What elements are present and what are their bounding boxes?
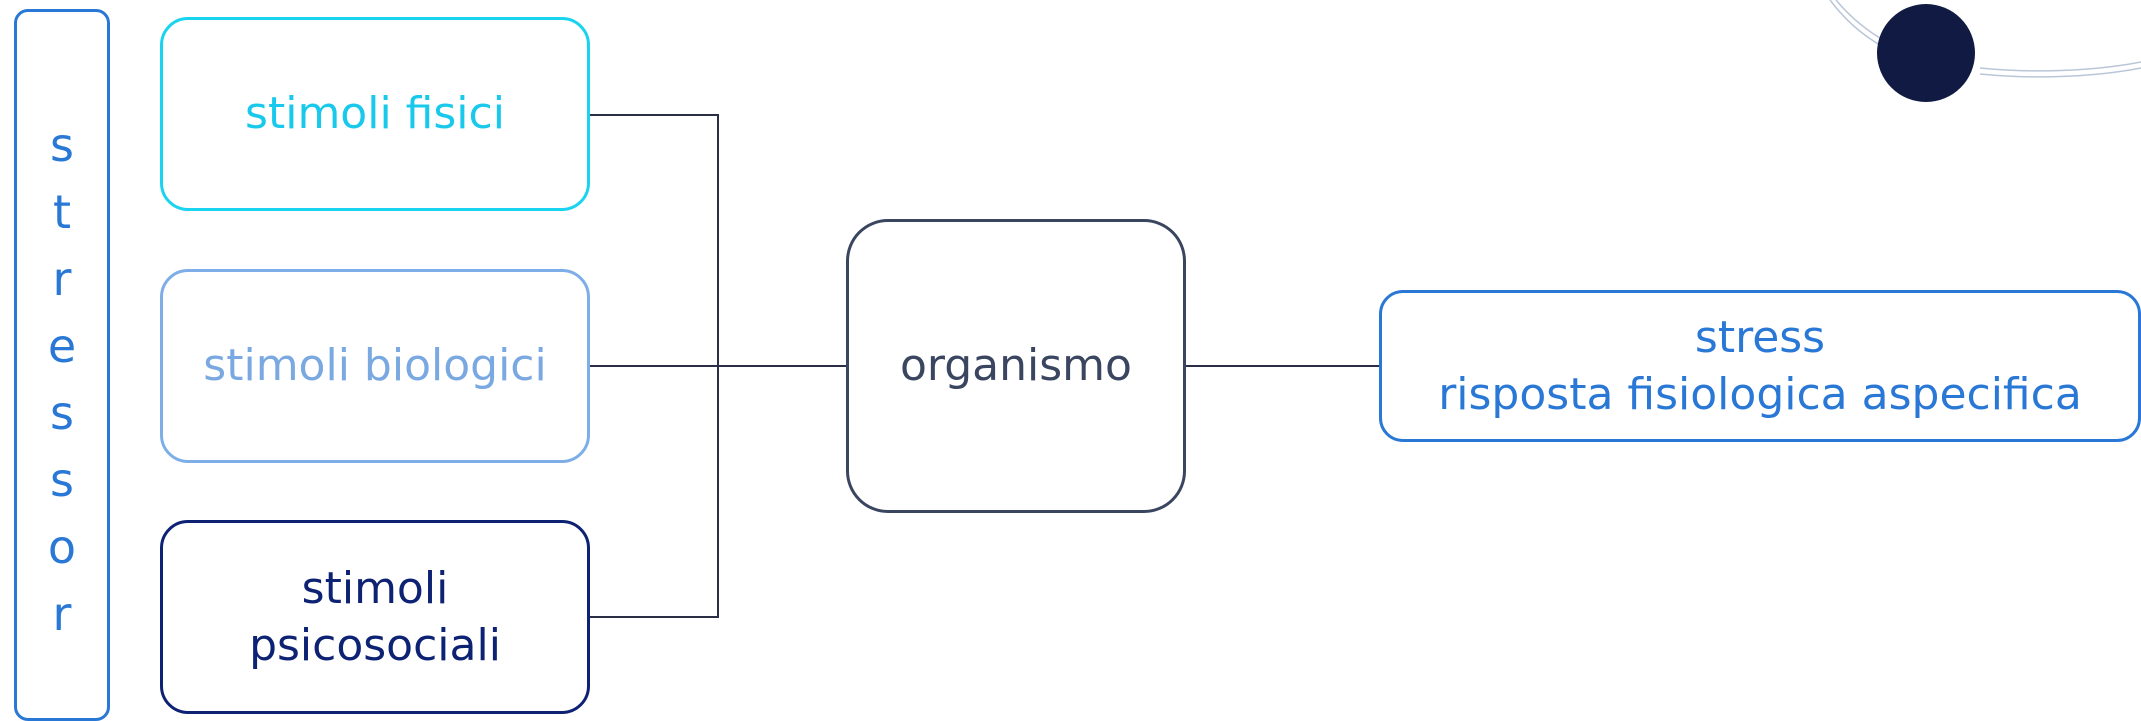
stimoli-biologici-box: stimoli biologici	[160, 269, 590, 463]
decor-circle	[1877, 4, 1975, 102]
stressor-letter: s	[50, 453, 74, 507]
stressor-letter: r	[52, 252, 72, 306]
stressor-letter: s	[50, 386, 74, 440]
decorative-orbit-icon	[1829, 0, 2141, 102]
organismo-box: organismo	[846, 219, 1186, 513]
stressor-vertical-label: s t r e s s o r	[14, 9, 110, 721]
stimoli-psicosociali-label-line1: stimoli	[301, 562, 449, 614]
stimoli-biologici-label: stimoli biologici	[203, 340, 547, 392]
stimoli-fisici-label: stimoli fisici	[245, 88, 505, 140]
stimoli-fisici-box: stimoli fisici	[160, 17, 590, 211]
stress-description: risposta fisiologica aspecifica	[1438, 369, 2082, 420]
stressor-letters: s t r e s s o r	[48, 112, 76, 648]
stress-response-box: stress risposta fisiologica aspecifica	[1379, 290, 2141, 442]
stressor-letter: o	[47, 520, 77, 574]
stressor-letter: t	[52, 185, 72, 239]
stressor-letter: e	[47, 319, 77, 373]
stress-title: stress	[1694, 311, 1826, 363]
stressor-letter: s	[50, 118, 74, 172]
stimoli-psicosociali-label-line2: psicosociali	[249, 620, 501, 671]
stressor-letter: r	[52, 587, 72, 641]
stimoli-psicosociali-box: stimoli psicosociali	[160, 520, 590, 714]
organismo-label: organismo	[900, 340, 1132, 392]
